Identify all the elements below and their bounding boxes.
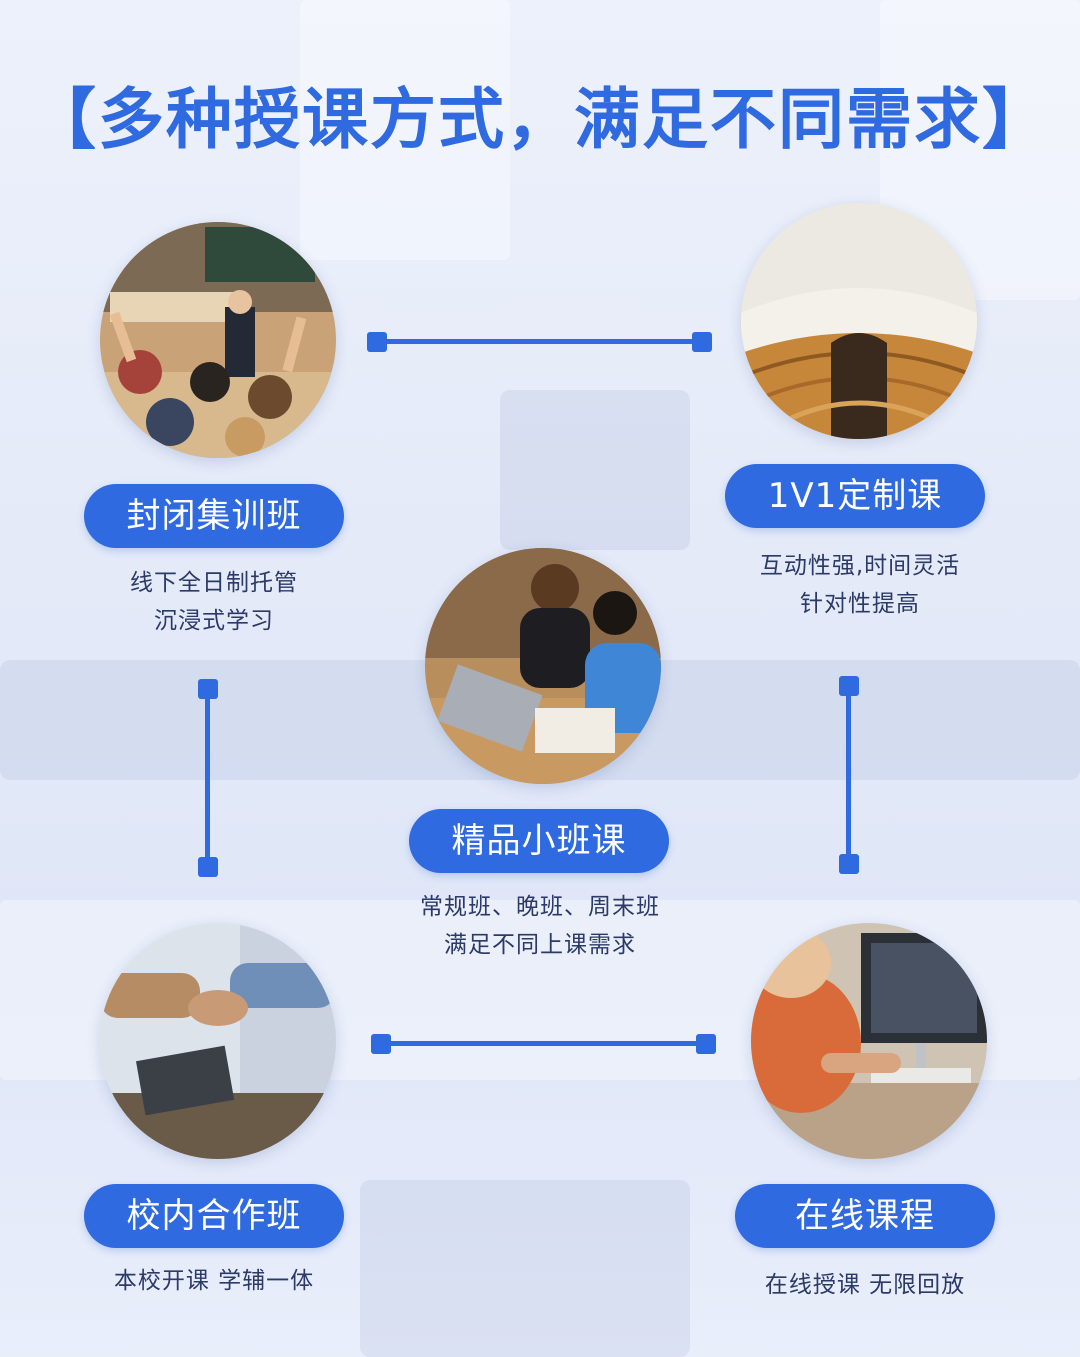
- method-desc-small-class: 常规班、晚班、周末班 满足不同上课需求: [370, 888, 710, 964]
- students-laptop-photo: [425, 548, 661, 784]
- connector-line-right: [846, 686, 851, 864]
- desc-line: 针对性提高: [800, 591, 920, 617]
- background-chair: [500, 390, 690, 550]
- open-book-photo: [741, 203, 977, 439]
- classroom-teacher-photo: [100, 222, 336, 458]
- method-label-school-coop: 校内合作班: [84, 1184, 344, 1248]
- method-desc-online: 在线授课 无限回放: [705, 1266, 1025, 1304]
- method-label-1v1: 1V1定制课: [725, 464, 985, 528]
- method-desc-closed-training: 线下全日制托管 沉浸式学习: [64, 564, 364, 640]
- method-label-online: 在线课程: [735, 1184, 995, 1248]
- connector-node: [198, 857, 218, 877]
- connector-node: [696, 1034, 716, 1054]
- desc-line: 沉浸式学习: [154, 608, 274, 634]
- connector-node: [692, 332, 712, 352]
- method-label-small-class: 精品小班课: [409, 809, 669, 873]
- desc-line: 常规班、晚班、周末班: [420, 894, 660, 920]
- desc-line: 线下全日制托管: [130, 570, 298, 596]
- background-window: [300, 0, 510, 260]
- desc-line: 本校开课 学辅一体: [113, 1268, 315, 1294]
- connector-line-top: [377, 339, 702, 344]
- connector-line-left: [205, 689, 210, 867]
- desc-line: 互动性强,时间灵活: [759, 553, 961, 579]
- online-study-photo: [751, 923, 987, 1159]
- desc-line: 满足不同上课需求: [444, 932, 636, 958]
- desc-line: 在线授课 无限回放: [764, 1272, 966, 1298]
- method-desc-1v1: 互动性强,时间灵活 针对性提高: [700, 547, 1020, 623]
- handshake-photo: [100, 923, 336, 1159]
- method-desc-school-coop: 本校开课 学辅一体: [54, 1262, 374, 1300]
- connector-line-bottom: [381, 1041, 706, 1046]
- method-label-closed-training: 封闭集训班: [84, 484, 344, 548]
- background-chair: [360, 1180, 690, 1357]
- connector-node: [839, 854, 859, 874]
- page-title: 【多种授课方式，满足不同需求】: [30, 81, 1050, 158]
